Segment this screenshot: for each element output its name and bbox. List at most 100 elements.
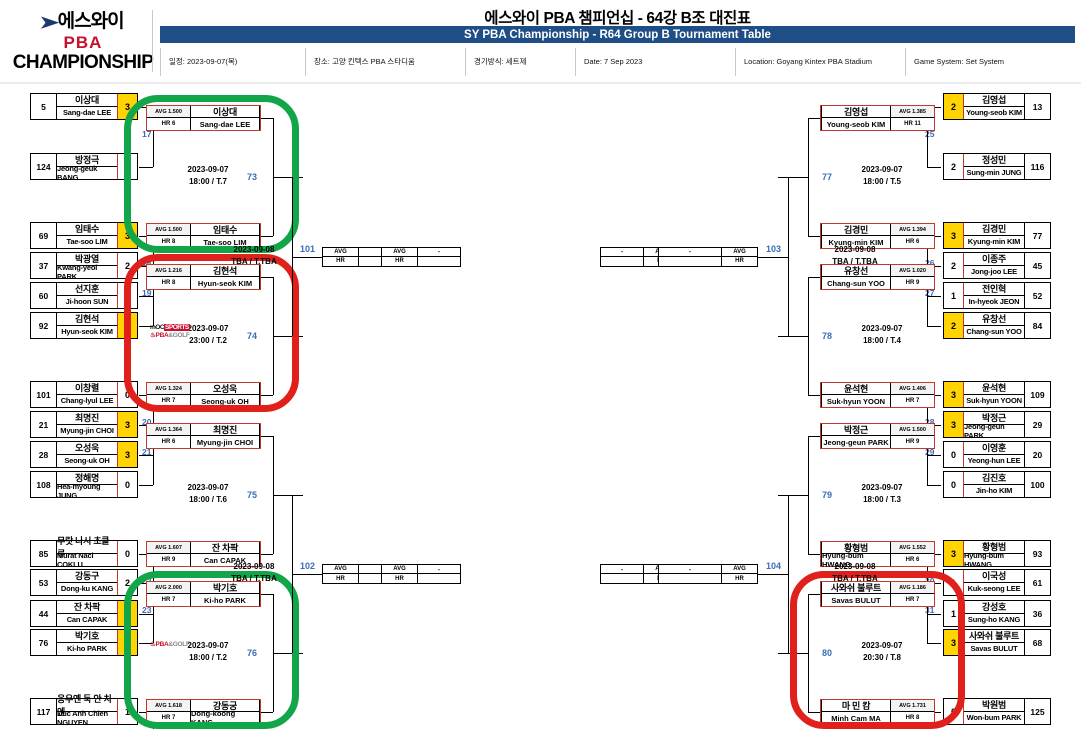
player-name-kr: 이영훈 [964,442,1024,455]
player-hr: HR 7 [905,597,920,603]
bracket-line [758,574,788,575]
qualified-player-box[interactable]: AVG 1.394 HR 6 김경민 Kyung-min KIM [820,223,935,249]
player-box[interactable]: 44 잔 차팍 Can CAPAK 3 [30,600,138,627]
avg-value: - [659,247,721,257]
player-box[interactable]: 45 이종주 Jong-joo LEE 2 [943,252,1051,279]
player-name-kr: 박광열 [57,253,117,266]
player-box[interactable]: 117 응우옌 둑 안 치엔 Duc Anh Chien NGUYEN 1 [30,694,138,727]
player-box[interactable]: 52 전인혁 In-hyeok JEON 1 [943,282,1051,309]
player-name-kr: 강동구 [57,570,117,583]
player-box[interactable]: 37 박광열 Kwang-yeol PARK 2 [30,252,138,281]
player-hr: HR 11 [904,121,921,127]
player-score: 0 [944,699,964,724]
player-hr: HR 7 [905,398,920,404]
player-box[interactable]: 108 정해명 Hea-myoung JUNG 0 [30,471,138,500]
player-name-en: In-hyeok JEON [968,297,1020,307]
player-names: 응우옌 둑 안 치엔 Duc Anh Chien NGUYEN [57,694,117,727]
qualified-name-kr: 마 민 캄 [821,700,890,712]
match-number: 73 [247,172,258,182]
match-time: 23:00 / T.2 [189,336,227,345]
match-schedule: 2023-09-07 18:00 / T.6 [168,482,248,506]
player-box[interactable]: 20 이영훈 Yeong-hun LEE 0 [943,441,1051,468]
qualified-player-box[interactable]: AVG 1.500 HR 9 박정근 Jeong-geun PARK [820,423,935,449]
player-avg: AVG 1.364 [147,424,190,436]
qualified-player-box[interactable]: AVG 1.500 HR 6 이상대 Sang-dae LEE [146,105,261,131]
player-box[interactable]: 109 윤석현 Suk-hyun YOON 3 [943,381,1051,408]
round-match-number: 27 [925,287,935,298]
qualified-names: 이상대 Sang-dae LEE [191,106,260,130]
avg-value: - [659,565,721,574]
player-box[interactable]: 85 무랏 나시 초클루 Murat Naci COKLU 0 [30,536,138,569]
qualified-player-box[interactable]: AVG 1.324 HR 7 오성욱 Seong-uk OH [146,382,261,408]
qualified-player-box[interactable]: AVG 1.216 HR 8 김현석 Hyun-seok KIM [146,264,261,290]
player-box[interactable]: 100 김진호 Jin-ho KIM 0 [943,471,1051,498]
qualified-name-en: Myung-jin CHOI [191,436,260,448]
qualified-player-box[interactable]: AVG 1.731 HR 8 마 민 캄 Minh Cam MA [820,699,935,725]
qualified-player-box[interactable]: AVG 1.186 HR 7 사와쉬 불루트 Savas BULUT [820,581,935,607]
player-names: 박기호 Ki-ho PARK [57,630,117,655]
qualified-player-box[interactable]: AVG 1.607 HR 9 잔 차팍 Can CAPAK [146,541,261,567]
logo-line-2: PBA [63,33,103,52]
player-box[interactable]: 84 유창선 Chang-sun YOO 2 [943,312,1051,339]
qualified-names: 유창선 Chang-sun YOO [821,265,890,289]
qualified-player-box[interactable]: AVG 1.618 HR 7 강동궁 Dong-koong KANG [146,699,261,727]
qualified-name-kr: 김경민 [821,224,890,236]
player-box[interactable]: 5 이상대 Sang-dae LEE 3 [30,93,138,120]
player-box[interactable]: 93 황형범 Hyung-bum HWANG 3 [943,540,1051,569]
match-date: 2023-09-07 [861,324,903,333]
sy-pba-championship-logo: ➤에스와이 PBA CHAMPIONSHIP [8,12,158,74]
bracket-line [808,277,820,278]
player-box[interactable]: 28 오성욱 Seong-uk OH 3 [30,441,138,468]
player-box[interactable]: 36 강성호 Sung-ho KANG 1 [943,600,1051,627]
avg-label: AVG [323,248,358,257]
match-number: 77 [822,172,833,182]
player-box[interactable]: 77 김경민 Kyung-min KIM 3 [943,222,1051,249]
qualified-player-box[interactable]: AVG 1.552 HR 6 황형범 Hyung-bum HWANG [820,541,935,569]
bracket-line [808,118,820,119]
bracket-line [927,642,941,644]
qualified-name-kr: 김현석 [191,265,260,277]
player-box[interactable]: 53 강동구 Dong-ku KANG 2 [30,569,138,596]
player-name-kr: 전인혁 [964,283,1024,296]
qualified-name-en: Kyung-min KIM [821,236,890,248]
player-box[interactable]: 29 박정근 Jeong-geun PARK 3 [943,411,1051,440]
result-avg-hr-box: AVG HR - [381,564,461,584]
player-avg: AVG 1.500 [147,106,190,118]
qualified-player-box[interactable]: AVG 1.406 HR 7 윤석현 Suk-hyun YOON [820,382,935,408]
player-box[interactable]: 125 박원범 Won-bum PARK 0 [943,698,1051,725]
player-box[interactable]: 13 김영섭 Young-seob KIM 2 [943,93,1051,120]
player-stats: AVG 1.500 HR 8 [147,224,191,248]
qualified-player-box[interactable]: AVG 1.020 HR 9 유창선 Chang-sun YOO [820,264,935,290]
player-box[interactable]: 92 김현석 Hyun-seok KIM 2 [30,312,138,339]
player-score: 1 [944,570,964,595]
player-score: 2 [117,253,137,278]
qualified-player-box[interactable]: AVG 1.500 HR 8 임태수 Tae-soo LIM [146,223,261,249]
player-box[interactable]: 116 정성민 Sung-min JUNG 2 [943,153,1051,180]
player-hr: HR 8 [161,239,176,245]
player-box[interactable]: 21 최명진 Myung-jin CHOI 3 [30,411,138,438]
player-box[interactable]: 124 방정극 Jeong-geuk BANG 1 [30,153,138,182]
player-box[interactable]: 61 이국성 Kuk-seong LEE 1 [943,569,1051,596]
qualified-player-box[interactable]: AVG 1.364 HR 6 최명진 Myung-jin CHOI [146,423,261,449]
player-box[interactable]: 69 임태수 Tae-soo LIM 3 [30,222,138,249]
player-names: 박원범 Won-bum PARK [964,699,1024,724]
result-avg-hr-box: AVG HR - [658,246,758,267]
player-avg: AVG 1.618 [147,700,190,712]
player-stats: AVG 2.000 HR 7 [147,582,191,606]
match-date: 2023-09-07 [861,641,903,650]
player-hr: HR 7 [161,398,176,404]
player-box[interactable]: 76 박기호 Ki-ho PARK 2 [30,629,138,656]
qualified-player-box[interactable]: AVG 1.385 HR 11 김영섭 Young-seob KIM [820,105,935,131]
meta-location-en: Location: Goyang Kintex PBA Stadium [735,48,905,76]
qualified-names: 잔 차팍 Can CAPAK [191,542,260,566]
player-box[interactable]: 68 사와쉬 불루트 Savas BULUT 3 [943,629,1051,656]
player-box[interactable]: 101 이창렬 Chang-lyul LEE 0 [30,381,138,408]
logo-line-3: CHAMPIONSHIP [12,52,154,73]
qualified-player-box[interactable]: AVG 2.000 HR 7 박기호 Ki-ho PARK [146,581,261,607]
player-box[interactable]: 60 선지훈 Ji-hoon SUN 0 [30,282,138,309]
round-match-number: 28 [925,416,935,427]
round-match-number: 20 [142,416,152,427]
bracket-line [273,495,303,496]
player-score: 1 [944,601,964,626]
match-number: 104 [766,561,782,571]
